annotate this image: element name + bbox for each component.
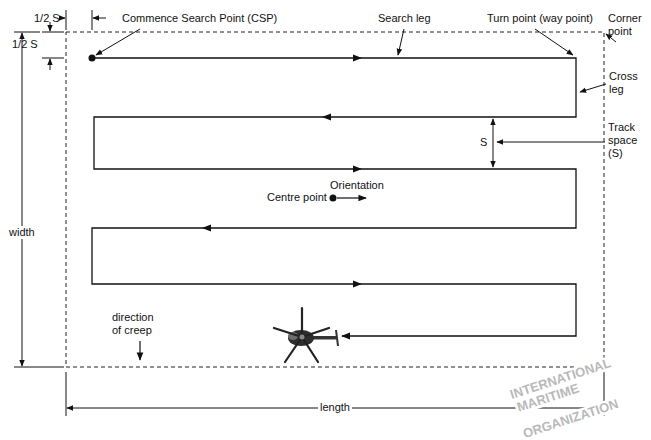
callout-label: Search leg [378, 12, 431, 25]
dimension-label: length [318, 401, 352, 414]
callout-label: Turn point (way point) [487, 12, 593, 25]
dimension-label: 1/2 S [12, 38, 38, 51]
callout-label: Corner point [608, 12, 648, 38]
callout-label: direction of creep [112, 311, 164, 337]
leader-lines [96, 29, 616, 142]
track-space-dim [493, 119, 494, 167]
search-area [66, 32, 604, 367]
callout-label: Commence Search Point (CSP) [122, 12, 277, 25]
callout-label: Cross leg [609, 70, 647, 96]
width-dimension [14, 32, 64, 367]
callout-label: Orientation [330, 179, 384, 192]
search-track [92, 58, 576, 336]
centre-point-dot [330, 195, 337, 202]
dimension-label: width [7, 226, 37, 239]
callout-label: Centre point [267, 191, 327, 204]
creep-arrow [139, 341, 140, 360]
leg-direction-arrows [202, 55, 362, 288]
dimension-label: S [480, 136, 487, 149]
csp-dot [89, 55, 96, 62]
orientation-arrow [337, 197, 366, 198]
dimension-label: 1/2 S [34, 12, 60, 25]
callout-label: Track space (S) [608, 121, 648, 160]
helicopter [274, 308, 338, 362]
